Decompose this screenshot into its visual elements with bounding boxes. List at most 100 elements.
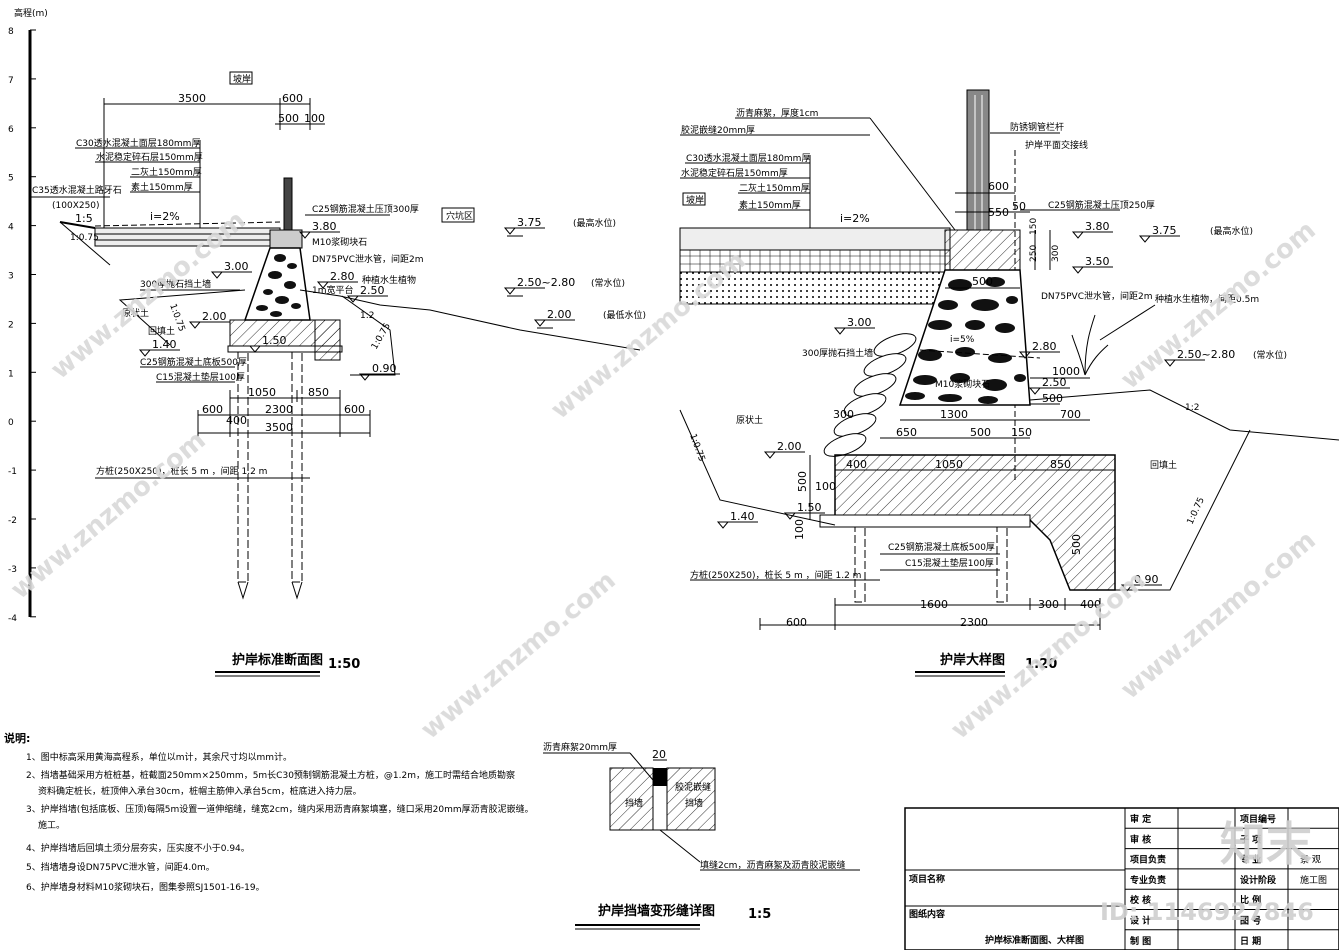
axis-tick-label: 8: [8, 27, 14, 37]
r-grade-5pct: i=5%: [950, 335, 975, 345]
standard-section: 坡岸 穴坑区 3500 600 500 100 C30透水混凝土面层180mm厚…: [30, 71, 646, 677]
water-left: 2.50~2.80: [503, 276, 575, 295]
stone: [905, 392, 925, 400]
note-6: 6、护岸墙身材料M10浆砌块石，图集参照SJ1501-16-19。: [26, 881, 265, 893]
tb-mid-label: 审 核: [1130, 833, 1151, 845]
stone: [950, 373, 970, 383]
stone: [1006, 296, 1018, 304]
stone: [978, 396, 998, 404]
r-dim-400-b: 400: [1080, 598, 1101, 611]
wm-id: ID: 1146927846: [1100, 898, 1314, 926]
r-label-native: 原状土: [736, 414, 763, 426]
stone: [983, 379, 1007, 391]
water-note: (常水位): [1253, 349, 1287, 361]
stone: [971, 299, 999, 311]
level-left-text: 2.50: [360, 284, 385, 297]
level-right: 3.50: [1071, 255, 1113, 274]
joint-label-clay: 胶泥嵌缝: [675, 781, 711, 793]
r-label-backfill: 回填土: [1150, 459, 1177, 471]
r-dim-600: 600: [988, 180, 1009, 193]
water-right: 2.50~2.80: [1163, 348, 1235, 367]
stone: [938, 300, 958, 310]
r-dim-1300: 1300: [940, 408, 968, 421]
water-right: 3.75: [1138, 224, 1180, 243]
axis-tick-label: 3: [8, 272, 14, 282]
label-platform: 1m宽平台: [312, 284, 354, 296]
stone: [913, 375, 937, 385]
layer-curb: C35透水混凝土路牙石: [32, 184, 122, 196]
joint-wall-right: 挡墙: [685, 797, 703, 809]
wm-4: www.znzmo.com: [415, 565, 621, 745]
level-left: 3.80: [298, 220, 340, 239]
axis-tick-label: 1: [8, 369, 14, 379]
level-right-text: 0.90: [1134, 573, 1159, 586]
water-note: (最低水位): [603, 309, 646, 321]
stone: [274, 254, 286, 262]
level-right: 0.90: [1120, 573, 1162, 592]
level-right-text: 1.40: [730, 510, 755, 523]
stone: [287, 263, 297, 269]
r-label-rail: 防锈钢管栏杆: [1010, 121, 1064, 133]
joint-label-asphalt: 沥青麻絮20mm厚: [543, 741, 617, 753]
title-standard-section: 护岸标准断面图: [232, 652, 323, 668]
dim-3500: 3500: [178, 92, 206, 105]
level-right: 3.00: [833, 316, 875, 335]
grade-2pct: i=2%: [150, 210, 180, 223]
level-right-text: 3.80: [1085, 220, 1110, 233]
label-plants: 种植水生植物: [362, 274, 416, 286]
r-layer-lime: 二灰土150mm厚: [739, 182, 810, 194]
joint-detail: 沥青麻絮20mm厚 20 胶泥嵌缝 挡墙 挡墙 填缝2cm，沥青麻絮及沥青胶泥嵌…: [543, 741, 860, 930]
r-dim-100-b: 100: [793, 519, 806, 540]
r-dim-500-v: 500: [796, 471, 809, 492]
r-label-plants: 种植水生植物，间距0.5m: [1155, 293, 1259, 305]
notes-heading: 说明:: [4, 731, 30, 745]
axis-tick-label: -3: [8, 565, 17, 575]
r-layer-soil: 素土150mm厚: [739, 199, 801, 211]
r-grade-2pct: i=2%: [840, 212, 870, 225]
dim-500: 500: [278, 112, 299, 125]
joint-label-fill: 填缝2cm，沥青麻絮及沥青胶泥嵌缝: [700, 859, 845, 871]
layer-callouts: C30透水混凝土面层180mm厚 水泥稳定碎石层150mm厚 二灰土150mm厚…: [30, 137, 203, 235]
r-dim-300-l: 300: [833, 408, 854, 421]
r-slope-left: 1:0.75: [687, 433, 706, 463]
tb-mid-label: 审 定: [1130, 813, 1152, 825]
tb-right-label: 日 期: [1240, 935, 1261, 947]
r-dim-300: 300: [1051, 245, 1061, 262]
r-dim-2300: 2300: [960, 616, 988, 629]
r-dim-1050: 1050: [935, 458, 963, 471]
layer-soil: 素土150mm厚: [131, 181, 193, 193]
label-native: 原状土: [122, 307, 149, 319]
level-left-text: 1.50: [262, 334, 287, 347]
stone: [995, 323, 1015, 333]
water-left-text: 2.50~2.80: [517, 276, 575, 289]
note-5: 5、挡墙墙身设DN75PVC泄水管，间距4.0m。: [26, 861, 215, 873]
axis-tick-label: 4: [8, 223, 14, 233]
note-4: 4、护岸挡墙后回填土须分层夯实，压实度不小于0.94。: [26, 842, 250, 854]
tb-mid-label: 设 计: [1130, 915, 1151, 927]
tb-right-label: 设计阶段: [1240, 874, 1277, 886]
slope-1-2: 1:2: [360, 311, 374, 321]
r-dim-400: 400: [846, 458, 867, 471]
tb-mid-label: 校 核: [1130, 894, 1151, 906]
stone: [263, 289, 273, 295]
stone: [928, 320, 952, 330]
r-dim-300-b: 300: [1038, 598, 1059, 611]
r-label-drain: DN75PVC泄水管，间距2m: [1041, 290, 1152, 302]
stone: [918, 349, 942, 361]
stone: [988, 353, 1012, 363]
level-right-text: 2.80: [1032, 340, 1057, 353]
dim-600-l: 600: [202, 403, 223, 416]
r-label-cap: C25钢筋混凝土压顶250厚: [1048, 199, 1155, 211]
level-right: 1.50: [783, 501, 825, 520]
r-layer-c30: C30透水混凝土面层180mm厚: [686, 152, 810, 164]
label-masonry: M10浆砌块石: [312, 236, 367, 248]
slope-right-1: 1:0.75: [370, 322, 393, 352]
level-left-text: 2.00: [202, 310, 227, 323]
r-dim-500-mid: 500: [1042, 392, 1063, 405]
r-dim-650: 650: [896, 426, 917, 439]
r-dim-550: 550: [988, 206, 1009, 219]
r-label-cushion: C15混凝土垫层100厚: [905, 557, 994, 569]
stone: [284, 281, 296, 289]
r-dim-1000: 1000: [1052, 365, 1080, 378]
